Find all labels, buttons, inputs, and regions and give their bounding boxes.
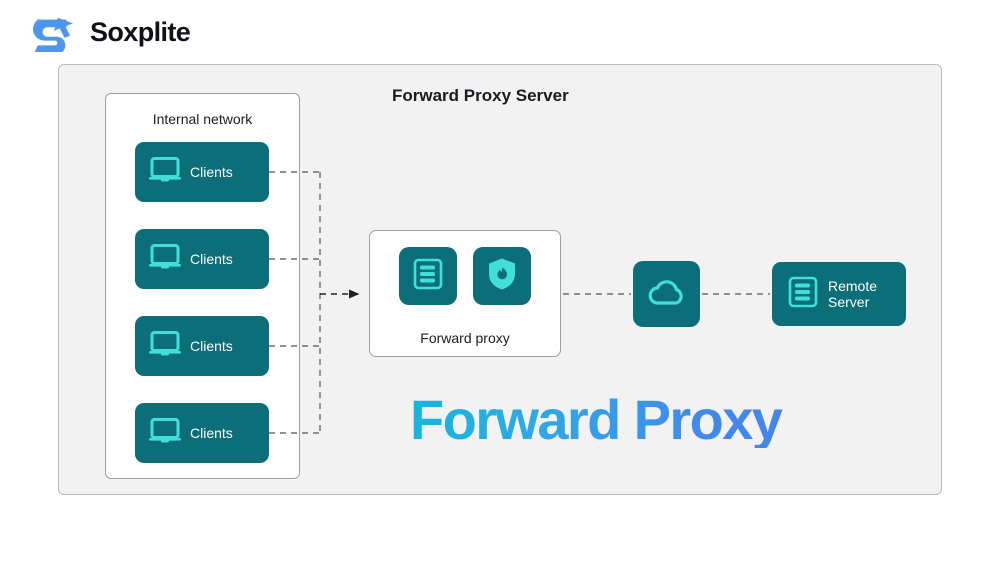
remote-server-label-line2: Server [828,294,870,310]
client-node-4[interactable]: Clients [135,403,269,463]
cloud-node[interactable] [633,261,700,327]
forward-proxy-panel[interactable]: Forward proxy [369,230,561,357]
remote-server-label: Remote Server [828,278,877,310]
server-rack-icon [788,276,818,313]
forward-proxy-tiles [370,247,560,305]
forward-proxy-label: Forward proxy [420,330,510,346]
shield-flame-icon [487,257,517,296]
client-label: Clients [190,164,233,180]
client-label: Clients [190,338,233,354]
remote-server-node[interactable]: Remote Server [772,262,906,326]
laptop-icon [149,417,181,449]
client-label: Clients [190,251,233,267]
headline-forward-proxy: Forward Proxy [410,392,890,448]
server-rack-icon [413,258,443,295]
client-node-1[interactable]: Clients [135,142,269,202]
laptop-icon [149,243,181,275]
client-node-2[interactable]: Clients [135,229,269,289]
brand-name: Soxplite [90,16,191,47]
stylized-five-logo-icon [28,12,78,52]
page-title: Forward Proxy Server [392,86,569,105]
client-node-3[interactable]: Clients [135,316,269,376]
laptop-icon [149,330,181,362]
remote-server-label-line1: Remote [828,277,878,294]
client-label: Clients [190,425,233,441]
laptop-icon [149,156,181,188]
proxy-firewall-tile[interactable] [473,247,531,305]
brand-logo: Soxplite [28,12,191,52]
proxy-server-tile[interactable] [399,247,457,305]
internal-network-label: Internal network [152,111,253,127]
cloud-icon [647,278,687,311]
